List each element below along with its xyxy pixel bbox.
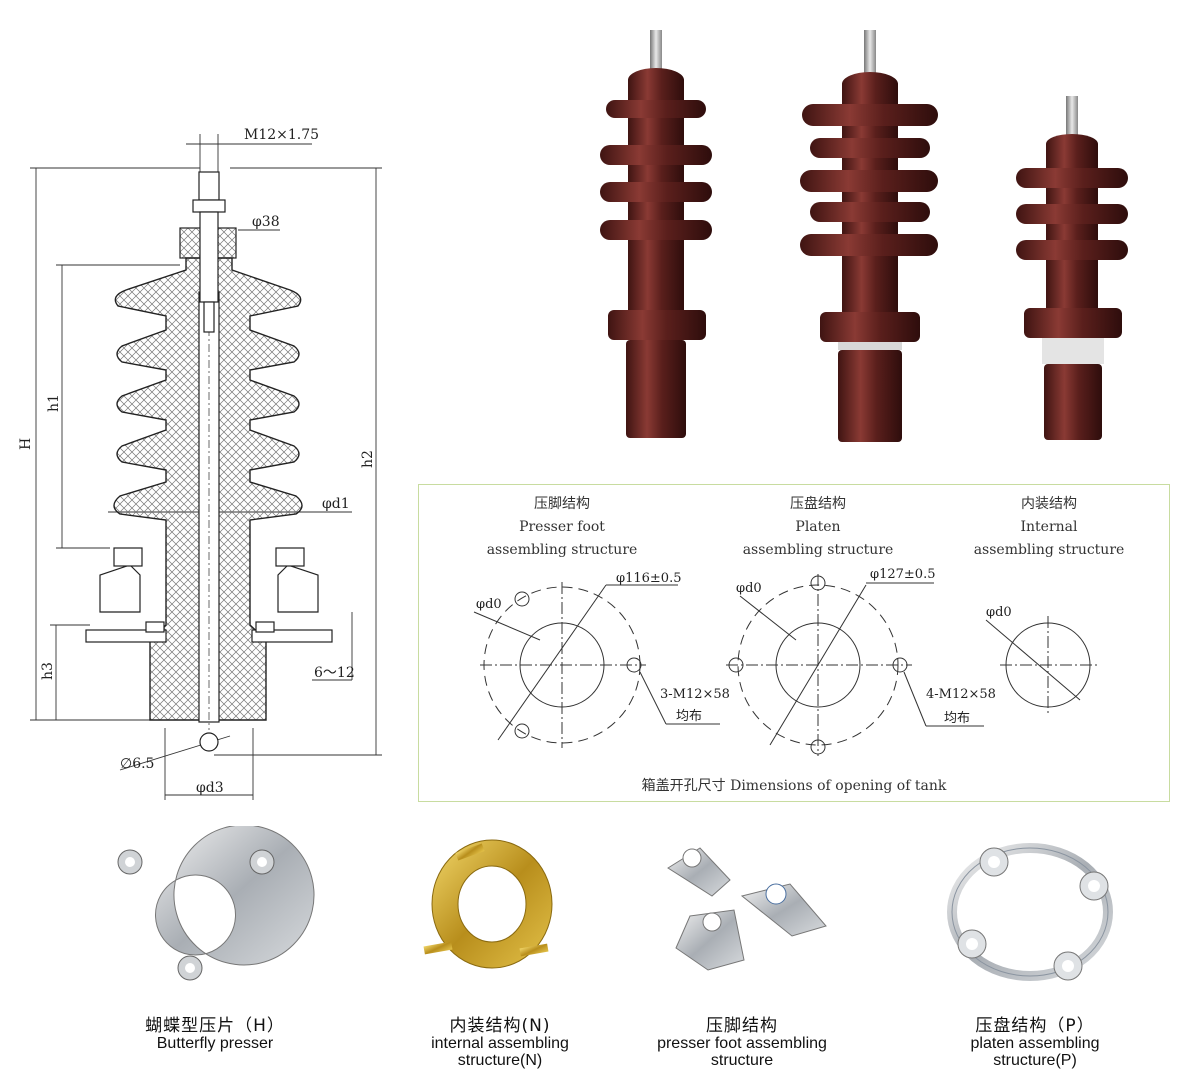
caption-cn: 蝴蝶型压片（H） [145, 1016, 285, 1036]
platen-even: 均布 [944, 711, 970, 726]
h1-label: h1 [46, 394, 62, 412]
caption-en: platen assembling [970, 1035, 1100, 1052]
h3-label: h3 [40, 662, 56, 680]
internal-d0: φd0 [986, 605, 1012, 620]
caption-butterfly-presser: 蝴蝶型压片（H） Butterfly presser [110, 1016, 320, 1053]
presser-foot-photo [667, 847, 827, 971]
bushing-large [600, 30, 712, 438]
d65-label: ∅6.5 [120, 756, 154, 772]
thread-label: M12×1.75 [244, 127, 319, 143]
bushing-medium [800, 30, 938, 442]
butterfly-presser-photo [117, 826, 315, 981]
internal-ring-photo [423, 839, 553, 969]
platen-title-cn: 压盘结构 [790, 495, 846, 512]
phi38-label: φ38 [252, 214, 280, 230]
presser-title-en1: Presser foot [519, 519, 605, 535]
platen-title-en1: Platen [795, 519, 840, 535]
caption-en: internal assembling [431, 1035, 569, 1052]
presser-d0: φd0 [476, 597, 502, 612]
platen-bolts: 4-M12×58 [926, 687, 996, 702]
caption-internal-structure: 内装结构(N) internal assembling structure(N) [380, 1016, 620, 1070]
platen-diameter: φ127±0.5 [870, 567, 935, 582]
tank-opening-panel [418, 484, 1170, 802]
accessory-photos [117, 826, 1113, 981]
caption-en2: structure(N) [457, 1052, 543, 1069]
caption-cn: 内装结构(N) [449, 1016, 551, 1036]
caption-presser-foot: 压脚结构 presser foot assembling structure [622, 1016, 862, 1070]
caption-platen-structure: 压盘结构（P） platen assembling structure(P) [920, 1016, 1150, 1070]
phi-d3-label: φd3 [196, 780, 224, 796]
bushing-small [1016, 96, 1128, 440]
presser-bolts: 3-M12×58 [660, 687, 730, 702]
internal-title-en2: assembling structure [974, 542, 1125, 558]
tank-caption: 箱盖开孔尺寸 Dimensions of opening of tank [642, 778, 947, 794]
caption-en: Butterfly presser [156, 1035, 274, 1052]
bushing-cross-section-drawing: M12×1.75 φ38 H h1 h2 h3 φd1 6～12 ∅6.5 φd… [18, 127, 382, 800]
caption-en: presser foot assembling [657, 1035, 827, 1052]
presser-even: 均布 [676, 709, 702, 724]
h2-label: h2 [360, 450, 376, 468]
caption-en2: structure(P) [993, 1052, 1077, 1069]
caption-cn: 压盘结构（P） [975, 1016, 1095, 1036]
presser-diameter: φ116±0.5 [616, 571, 681, 586]
platen-d0: φd0 [736, 581, 762, 596]
presser-title-cn: 压脚结构 [534, 496, 590, 512]
platen-ring-photo [947, 843, 1113, 981]
internal-title-cn: 内装结构 [1021, 496, 1077, 512]
height-H-label: H [18, 438, 34, 450]
internal-title-en1: Internal [1021, 519, 1079, 535]
caption-en2: structure [710, 1052, 774, 1069]
platen-title-en2: assembling structure [743, 542, 894, 558]
phi-d1-label: φd1 [322, 496, 350, 512]
porcelain-bushings-photo [600, 30, 1128, 442]
caption-cn: 压脚结构 [706, 1016, 778, 1036]
gap-label: 6～12 [314, 665, 355, 681]
tank-opening-diagrams: 压脚结构 Presser foot assembling structure 压… [473, 495, 1125, 794]
presser-title-en2: assembling structure [487, 542, 638, 558]
